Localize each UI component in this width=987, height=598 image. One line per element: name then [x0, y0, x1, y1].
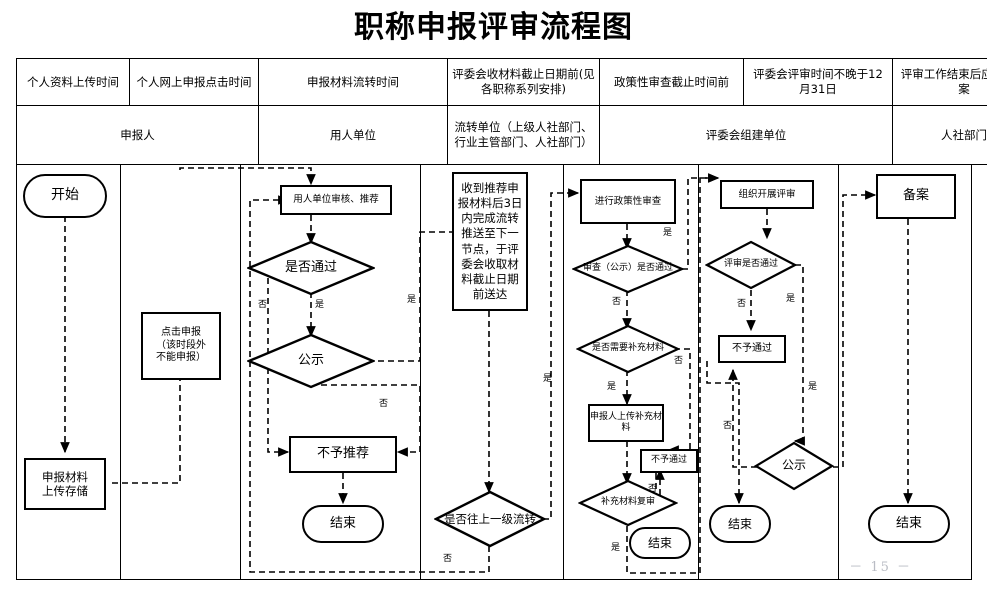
edge-label-recheck-no: 否 — [648, 484, 658, 494]
edge-label-policy-no: 否 — [612, 297, 622, 307]
diamond-shape — [247, 240, 375, 296]
edge-label-publicity-no: 否 — [379, 399, 389, 409]
time-cell-6: 评审工作结束后应及时备案 — [892, 58, 987, 106]
node-employer-review: 用人单位审核、推荐 — [280, 185, 392, 215]
node-start: 开始 — [23, 174, 107, 218]
node-end-employer: 结束 — [302, 505, 384, 543]
node-supplement-recheck-question: 补充材料复审 — [578, 479, 678, 527]
edge-label-review-no: 否 — [737, 299, 747, 309]
lane-divider-3 — [420, 165, 421, 579]
lane-divider-1 — [120, 165, 121, 579]
time-cell-5: 评委会评审时间不晚于12月31日 — [743, 58, 893, 106]
node-end-review: 结束 — [709, 505, 771, 543]
diamond-shape — [754, 441, 834, 491]
node-employer-publicity: 公示 — [247, 333, 375, 389]
edge-label-transfer-yes: 是 — [543, 374, 553, 384]
node-need-supplement-question: 是否需要补充材料 — [576, 324, 680, 374]
time-cell-3: 评委会收材料截止日期前(见各职称系列安排) — [447, 58, 600, 106]
actor-cell-4: 人社部门 — [892, 105, 987, 165]
time-cell-4: 政策性审查截止时间前 — [599, 58, 744, 106]
node-employer-pass-question: 是否通过 — [247, 240, 375, 296]
time-cell-1: 个人网上申报点击时间 — [129, 58, 259, 106]
edge-label-employer-yes: 是 — [315, 300, 325, 310]
node-record: 备案 — [876, 174, 956, 219]
diamond-shape — [247, 333, 375, 389]
diamond-shape — [572, 244, 684, 294]
node-end-record: 结束 — [868, 505, 950, 543]
edge-label-supp-yes: 是 — [607, 382, 617, 392]
node-end-policy: 结束 — [629, 527, 691, 559]
edge-label-transfer-no: 否 — [443, 554, 453, 564]
actor-cell-1: 用人单位 — [258, 105, 448, 165]
lane-divider-4 — [563, 165, 564, 579]
node-upload-store: 申报材料 上传存储 — [24, 458, 106, 510]
edge-label-review-yes: 是 — [786, 294, 796, 304]
lane-divider-6 — [838, 165, 839, 579]
actor-cell-0: 申报人 — [16, 105, 259, 165]
page-number: － 15 － — [849, 560, 912, 575]
time-cell-0: 个人资料上传时间 — [16, 58, 130, 106]
timeline-actor-table: 个人资料上传时间 个人网上申报点击时间 申报材料流转时间 评委会收材料截止日期前… — [16, 58, 987, 165]
diamond-shape — [434, 490, 546, 548]
edge-label-pub2-no: 否 — [723, 421, 733, 431]
node-transfer-note: 收到推荐申报材料后3日内完成流转推送至下一节点，于评委会收取材料截止日期前送达 — [452, 172, 528, 311]
node-transfer-up-question: 是否往上一级流转 — [434, 490, 546, 548]
actor-cell-3: 评委会组建单位 — [599, 105, 893, 165]
diamond-shape — [576, 324, 680, 374]
table-row-time: 个人资料上传时间 个人网上申报点击时间 申报材料流转时间 评委会收材料截止日期前… — [16, 58, 987, 106]
edge-label-employer-no: 否 — [258, 300, 268, 310]
page-title: 职称申报评审流程图 — [354, 10, 633, 45]
node-policy-review: 进行政策性审查 — [580, 179, 676, 224]
actor-cell-2: 流转单位（上级人社部门、行业主管部门、人社部门） — [447, 105, 600, 165]
time-cell-2: 申报材料流转时间 — [258, 58, 448, 106]
node-review-publicity: 公示 — [754, 441, 834, 491]
table-row-actor: 申报人 用人单位 流转单位（上级人社部门、行业主管部门、人社部门） 评委会组建单… — [16, 105, 987, 165]
lane-divider-5 — [698, 165, 699, 579]
edge-label-pub2-yes: 是 — [808, 382, 818, 392]
node-applicant-upload-supplement: 申报人上传补充材料 — [588, 404, 664, 442]
node-policy-not-pass: 不予通过 — [640, 449, 698, 473]
edge-label-publicity-yes: 是 — [407, 295, 417, 305]
node-review-pass-question: 评审是否通过 — [705, 240, 797, 290]
lane-divider-2 — [240, 165, 241, 579]
diamond-shape — [578, 479, 678, 527]
diamond-shape — [705, 240, 797, 290]
node-policy-pass-question: 审查（公示）是否通过 — [572, 244, 684, 294]
edge-label-supp-no: 否 — [674, 356, 684, 366]
node-no-recommend: 不予推荐 — [289, 436, 397, 473]
edge-label-recheck-yes: 是 — [611, 543, 621, 553]
node-organize-review: 组织开展评审 — [720, 180, 814, 209]
edge-label-policy-yes: 是 — [663, 228, 673, 238]
node-click-apply: 点击申报 （该时段外 不能申报） — [141, 312, 221, 380]
node-review-not-pass: 不予通过 — [718, 335, 786, 363]
